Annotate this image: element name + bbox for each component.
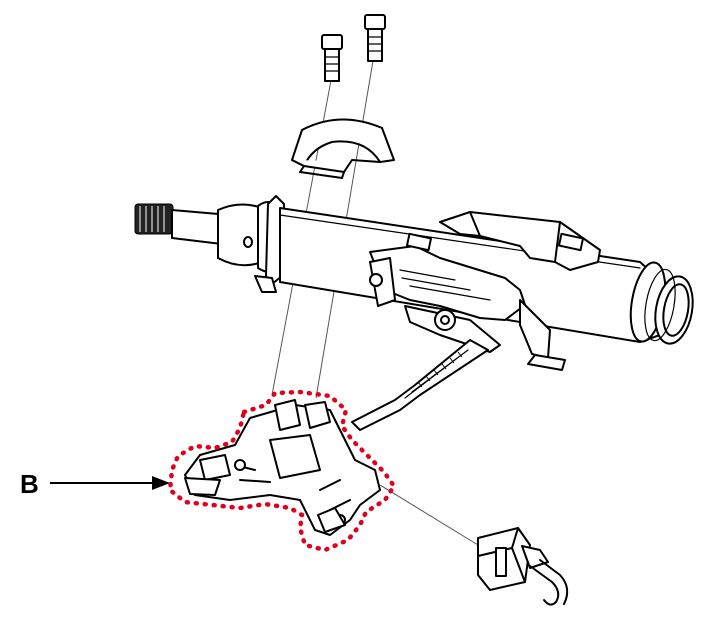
bolt-left — [321, 34, 343, 82]
mounting-bracket-assembly — [369, 211, 601, 371]
tilt-lever — [351, 339, 489, 431]
bolt-right — [364, 14, 386, 62]
callout-arrow-b — [50, 476, 170, 490]
steering-shaft — [134, 195, 285, 293]
electrical-connector — [477, 527, 569, 606]
column-clamp — [291, 118, 395, 179]
highlight-outline — [167, 389, 397, 553]
lower-bracket-part — [184, 399, 381, 536]
callout-label-b: B — [20, 469, 39, 499]
